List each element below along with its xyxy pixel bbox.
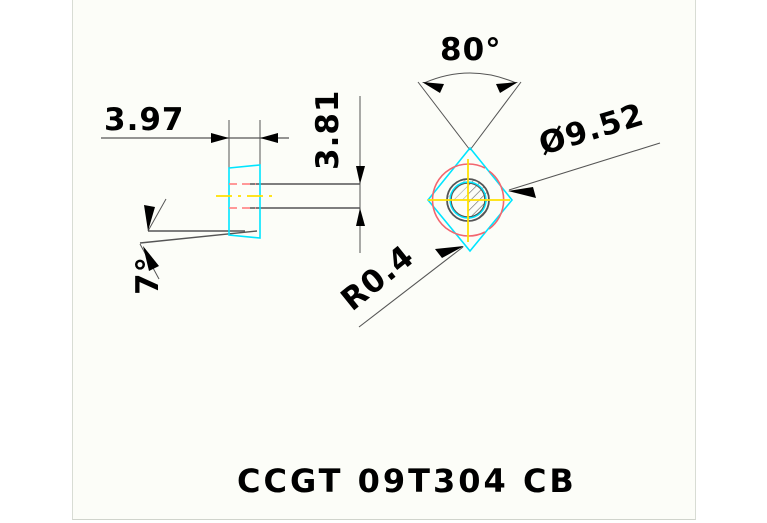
hole-section-hatch-upper	[447, 179, 468, 200]
angle-extension-line-right	[469, 81, 522, 151]
arrowhead-angle-lower	[143, 246, 159, 271]
arrowhead-right	[260, 133, 278, 143]
drawing-panel	[72, 0, 696, 520]
angle-extension-line-left	[417, 81, 471, 151]
clearance-face-line	[139, 230, 258, 244]
dimension-corner-angle-label: 80°	[440, 32, 502, 68]
side-view: 3.97 7° 3.81	[101, 90, 365, 295]
arrowhead-diameter	[508, 187, 536, 198]
arrowhead-depth-top	[356, 166, 365, 184]
drawing-title: CCGT 09T304 CB	[237, 462, 577, 500]
angle-dimension-arc	[423, 72, 517, 84]
arrowhead-radius	[435, 246, 464, 258]
arrowhead-depth-bottom	[356, 208, 365, 226]
arrowhead-angle-left	[422, 82, 444, 93]
arrowhead-left	[211, 133, 229, 143]
dimension-corner-radius-label: R0.4	[334, 238, 421, 318]
diameter-leader-line	[508, 142, 661, 191]
insert-body-outline	[228, 164, 261, 239]
dimension-clearance-angle-label: 7°	[130, 256, 166, 295]
angle-leader-upper	[147, 198, 167, 232]
insert-outline-diamond	[426, 146, 514, 253]
radius-leader-line	[358, 246, 464, 328]
dimension-inscribed-circle-label: Ø9.52	[535, 97, 649, 163]
arrowhead-angle-upper	[144, 205, 155, 231]
top-view: 80° Ø9.52 R0.4	[334, 32, 661, 328]
dimension-hole-depth-label: 3.81	[310, 90, 346, 171]
dimension-thickness-label: 3.97	[104, 102, 185, 138]
arrowhead-angle-right	[496, 82, 518, 93]
